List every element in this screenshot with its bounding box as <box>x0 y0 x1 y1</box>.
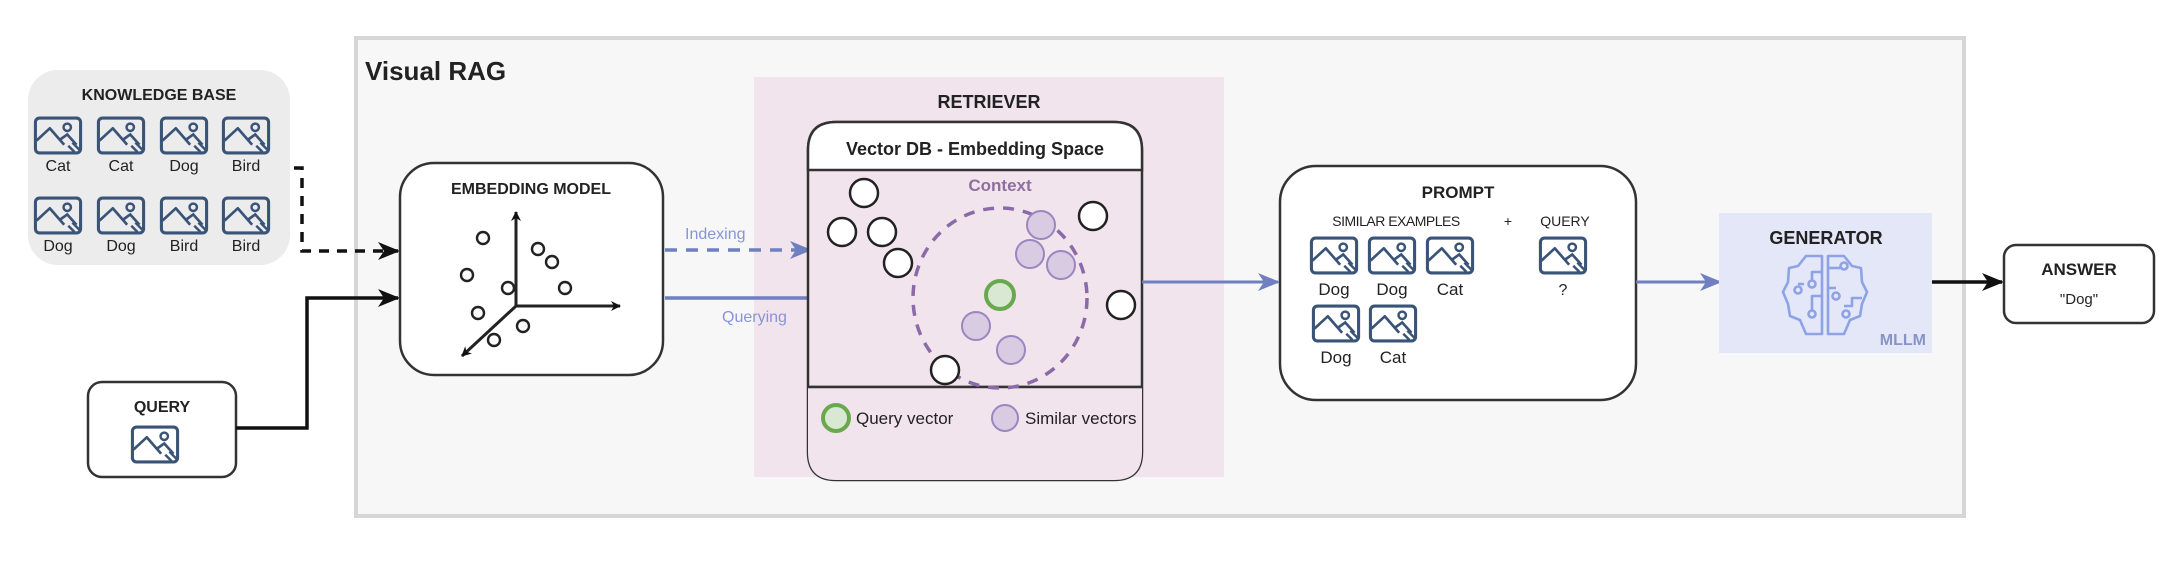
knowledge-base-title: KNOWLEDGE BASE <box>82 87 237 104</box>
knowledge-base-item: Cat <box>96 116 146 175</box>
embedding-model-panel <box>398 161 665 377</box>
knowledge-base-item: Bird <box>159 196 209 255</box>
answer-title: ANSWER <box>2041 260 2117 279</box>
knowledge-base-item: Dog <box>33 196 83 255</box>
knowledge-base-item: Bird <box>221 116 271 175</box>
knowledge-base-item-label: Cat <box>46 158 71 175</box>
knowledge-base-item-label: Bird <box>232 158 260 175</box>
prompt-example-label: Cat <box>1380 348 1407 367</box>
plus-sign: + <box>1504 213 1512 229</box>
embedding-model-title: EMBEDDING MODEL <box>451 181 611 198</box>
prompt-example-item: Dog <box>1311 304 1361 367</box>
knowledge-base-item-label: Bird <box>232 238 260 255</box>
prompt-title: PROMPT <box>1422 183 1495 202</box>
embedding-model: EMBEDDING MODEL <box>398 161 665 377</box>
legend-similar-vectors-swatch <box>991 404 1019 432</box>
vector-db: Vector DB - Embedding Space Context Quer… <box>806 120 1144 482</box>
prompt-example-label: Dog <box>1318 280 1349 299</box>
axes-3d-icon <box>460 211 621 358</box>
kb-to-embedding-arrow <box>294 166 400 260</box>
brain-circuit-icon <box>1781 254 1869 336</box>
prompt-example-label: Cat <box>1437 280 1464 299</box>
knowledge-base-item: Cat <box>33 116 83 175</box>
query-box: QUERY <box>86 380 238 479</box>
generator-title: GENERATOR <box>1769 228 1882 248</box>
query-to-embedding-arrow <box>236 289 400 430</box>
legend-query-vector-swatch <box>821 403 851 433</box>
knowledge-base-item-label: Bird <box>170 238 198 255</box>
other-vectors <box>826 177 1137 386</box>
knowledge-base-item-label: Dog <box>169 158 198 175</box>
prompt-example-label: Dog <box>1376 280 1407 299</box>
embedding-points <box>459 230 573 348</box>
knowledge-base-item: Dog <box>159 116 209 175</box>
similar-examples-label: SIMILAR EXAMPLES <box>1332 213 1460 229</box>
mllm-label: MLLM <box>1880 332 1926 349</box>
legend-similar-vectors-label: Similar vectors <box>1025 409 1136 428</box>
querying-label: Querying <box>722 309 787 326</box>
prompt-query-item: ? <box>1559 282 1568 299</box>
knowledge-base-item-label: Cat <box>109 158 134 175</box>
legend-query-vector-label: Query vector <box>856 409 954 428</box>
retriever-title: RETRIEVER <box>937 92 1040 112</box>
indexing-label: Indexing <box>685 226 746 243</box>
generator: GENERATOR MLLM <box>1719 213 1932 353</box>
knowledge-base-item: Dog <box>96 196 146 255</box>
vector-db-title: Vector DB - Embedding Space <box>846 139 1104 159</box>
vector-db-header <box>806 120 1144 172</box>
knowledge-base-item-label: Dog <box>106 238 135 255</box>
query-title: QUERY <box>134 399 191 416</box>
prompt-example-item: Dog <box>1309 236 1359 299</box>
answer-box: ANSWER "Dog" <box>2002 243 2156 325</box>
similar-vectors <box>961 210 1076 365</box>
context-boundary <box>911 206 1089 390</box>
generator-panel <box>1719 213 1932 353</box>
prompt-example-item: Dog <box>1367 236 1417 299</box>
knowledge-base-item: Bird <box>221 196 271 255</box>
prompt-example-item: Cat <box>1368 304 1418 367</box>
frame-title: Visual RAG <box>365 56 506 86</box>
context-label: Context <box>968 176 1032 195</box>
knowledge-base-item-label: Dog <box>43 238 72 255</box>
prompt-example-label: Dog <box>1320 348 1351 367</box>
prompt-example-item: Cat <box>1425 236 1475 299</box>
prompt-query-label: QUERY <box>1540 213 1590 229</box>
query-vector-point <box>984 279 1016 311</box>
answer-value: "Dog" <box>2060 291 2098 308</box>
legend-area <box>808 387 1142 480</box>
answer-panel <box>2002 243 2156 325</box>
